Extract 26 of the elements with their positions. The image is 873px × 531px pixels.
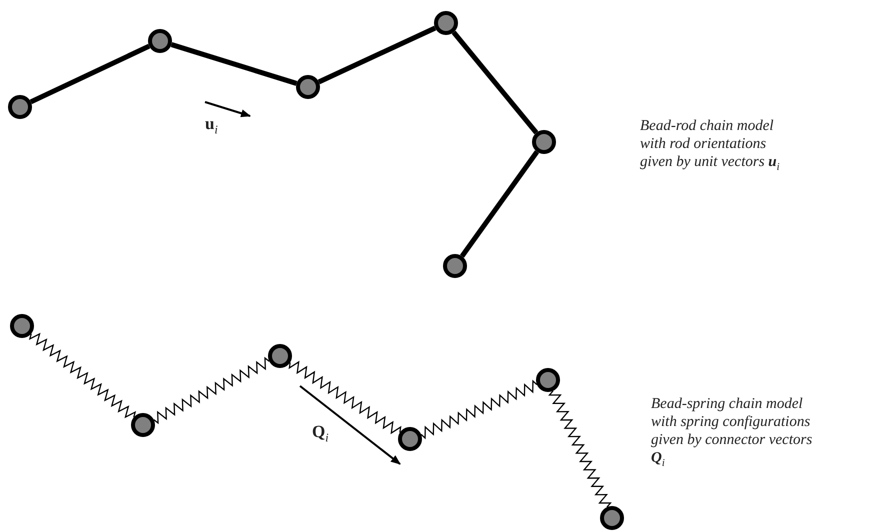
caption-text: Bead-spring chain model with spring configurations given by connector vectors Q$_{i}$ [651,395,814,471]
vector-symbol: Q$_{i}$ [312,423,329,446]
spring [288,360,402,434]
spring [548,390,612,508]
bead [532,130,556,154]
spring [28,332,136,418]
rod [452,30,538,134]
rod [30,44,150,104]
rod [460,150,540,258]
bead [296,75,320,99]
bead [268,344,292,368]
spring [153,356,270,424]
bead [131,413,155,437]
bead [536,368,560,392]
bead [398,427,422,451]
bead [600,506,624,530]
bead [148,29,172,53]
bead [10,314,34,338]
bead [8,95,32,119]
caption-text: Bead-rod chain model with rod orientations given by unit vectors u$_{i}$ [640,117,781,175]
bead [434,11,458,35]
vector-symbol: u$_{i}$ [205,115,218,138]
rod [170,42,298,86]
spring [420,380,538,440]
rod [318,26,436,84]
bead [443,254,467,278]
